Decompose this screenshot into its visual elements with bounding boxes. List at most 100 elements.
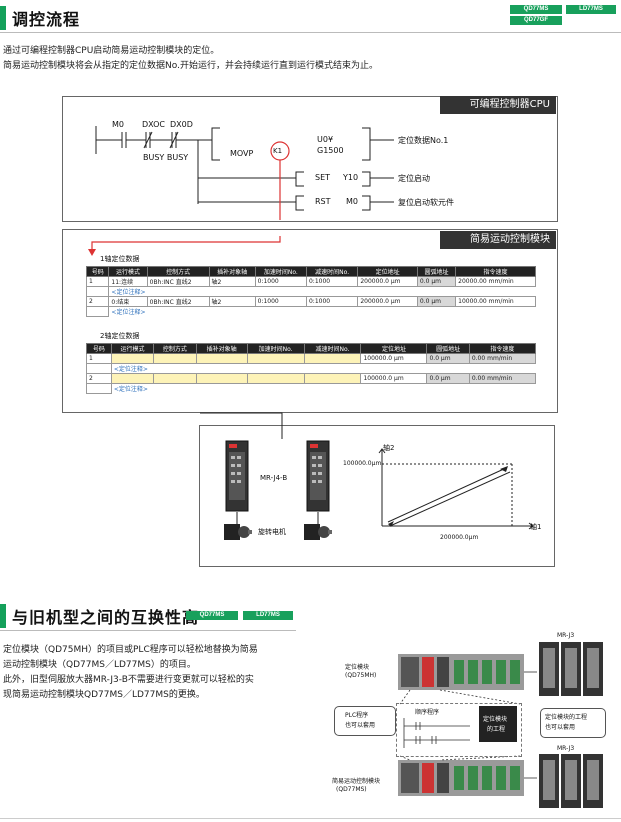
cell-axis[interactable]: 轴2 bbox=[208, 296, 256, 307]
ladder-diagram bbox=[95, 126, 394, 220]
mini-ladder-icon bbox=[403, 718, 470, 748]
contact-m0: M0 bbox=[112, 120, 124, 129]
col-header: 圆弧地址 bbox=[426, 343, 470, 354]
mrj3-bottom-label: MR-J3 bbox=[557, 745, 575, 752]
col-header: 控制方式 bbox=[153, 343, 197, 354]
cell-arc[interactable]: 0.0 μm bbox=[416, 296, 457, 307]
trajectory-plot bbox=[378, 448, 534, 530]
contact-dx0d: DX0D bbox=[170, 120, 193, 129]
section2-rule bbox=[0, 630, 296, 631]
section-bar bbox=[0, 6, 6, 30]
cell-dec[interactable] bbox=[303, 373, 362, 384]
cell-addr[interactable]: 100000.0 μm bbox=[360, 373, 428, 384]
cell-dec[interactable]: 0:1000 bbox=[305, 296, 359, 307]
cell-axis[interactable] bbox=[195, 353, 248, 364]
mrj3-top-label: MR-J3 bbox=[557, 632, 575, 639]
col-header: 减速时间No. bbox=[303, 343, 362, 354]
cell-mode[interactable]: 11:连续 bbox=[108, 276, 148, 287]
cell-no: 1 bbox=[86, 353, 112, 364]
simple-module-label: 简易运动控制模块 bbox=[332, 778, 381, 785]
cell-addr[interactable]: 200000.0 μm bbox=[357, 296, 418, 307]
col-header: 指令速度 bbox=[455, 266, 536, 277]
servo-panel bbox=[199, 425, 555, 567]
cell-arc[interactable]: 0.0 μm bbox=[416, 276, 457, 287]
cell-dec[interactable]: 0:1000 bbox=[305, 276, 359, 287]
axis2-title: 2轴定位数据 bbox=[100, 332, 140, 340]
cell-ctrl[interactable]: 0Bh:INC 直线2 bbox=[146, 296, 210, 307]
cell-speed[interactable]: 0.00 mm/min bbox=[468, 373, 537, 384]
movp-instruction: MOVP bbox=[230, 149, 254, 158]
cell-no: 2 bbox=[86, 373, 112, 384]
pos-module-label: 定位模块 bbox=[345, 664, 370, 671]
plc-program-callout bbox=[334, 706, 396, 736]
row-comment: <定位注释> bbox=[111, 309, 146, 317]
pos-module-model: (QD75MH) bbox=[345, 672, 377, 679]
cell-addr[interactable]: 200000.0 μm bbox=[357, 276, 418, 287]
section2-bar bbox=[0, 604, 6, 628]
cell-acc[interactable] bbox=[246, 373, 305, 384]
motion-panel-title: 简易运动控制模块 bbox=[440, 231, 556, 249]
section-header: 调控流程 bbox=[0, 4, 80, 32]
page-title: 调控流程 bbox=[12, 10, 81, 29]
table-row[interactable]: 1 100000.0 μm 0.0 μm 0.00 mm/min bbox=[86, 353, 537, 364]
table-row[interactable]: 2 100000.0 μm 0.0 μm 0.00 mm/min bbox=[86, 373, 537, 384]
cell-acc[interactable]: 0:1000 bbox=[254, 276, 307, 287]
row-comment: <定位注释> bbox=[111, 289, 146, 296]
cell-mode[interactable] bbox=[110, 373, 155, 384]
badge-qd77ms-2: QD77MS bbox=[186, 611, 238, 620]
cell-no: 2 bbox=[85, 296, 110, 307]
bottom-rule bbox=[0, 818, 621, 819]
y-value-label: 100000.0μm bbox=[343, 460, 382, 467]
cell-arc[interactable]: 0.0 μm bbox=[426, 353, 470, 364]
intro-line-2: 简易运动控制模块将会从指定的定位数据No.开始运行，并会持续运行直到运行模式结束… bbox=[3, 61, 378, 71]
intro-line-1: 通过可编程控制器CPU启动简易运动控制模块的定位。 bbox=[3, 46, 220, 56]
table-row[interactable]: 2 0:结束 0Bh:INC 直线2 轴2 0:1000 0:1000 2000… bbox=[85, 296, 536, 307]
col-header: 运行模式 bbox=[108, 266, 148, 277]
col-header: 加速时间No. bbox=[246, 343, 305, 354]
badge-ld77ms-2: LD77MS bbox=[243, 611, 293, 620]
col-header: 号码 bbox=[86, 343, 112, 354]
rst-instruction: RST bbox=[315, 197, 331, 206]
amp-label: MR-J4-B bbox=[260, 474, 288, 482]
plc-rack-icon bbox=[398, 654, 524, 690]
col-header: 运行模式 bbox=[110, 343, 155, 354]
pos-project-label-2: 的工程 bbox=[487, 726, 506, 733]
col-header: 定位地址 bbox=[360, 343, 428, 354]
cell-arc[interactable]: 0.0 μm bbox=[426, 373, 470, 384]
axis1-title: 1轴定位数据 bbox=[100, 255, 140, 263]
table-row[interactable]: 1 11:连续 0Bh:INC 直线2 轴2 0:1000 0:1000 200… bbox=[85, 276, 536, 287]
cell-speed[interactable]: 0.00 mm/min bbox=[468, 353, 537, 364]
cell-addr[interactable]: 100000.0 μm bbox=[360, 353, 428, 364]
cell-dec[interactable] bbox=[303, 353, 362, 364]
cell-ctrl[interactable] bbox=[153, 353, 197, 364]
operand-g1500: G1500 bbox=[317, 146, 344, 155]
axis1-table: 号码 运行模式 控制方式 插补对象轴 加速时间No. 减速时间No. 定位地址 … bbox=[85, 266, 536, 317]
note-positioning-start: 定位启动 bbox=[398, 174, 430, 183]
axis2-label: 轴2 bbox=[383, 444, 395, 452]
cell-mode[interactable] bbox=[110, 353, 155, 364]
cell-axis[interactable] bbox=[195, 373, 248, 384]
section2-header: 与旧机型之间的互换性高 bbox=[0, 602, 199, 630]
cell-ctrl[interactable]: 0Bh:INC 直线2 bbox=[146, 276, 210, 287]
servo-connect-line bbox=[200, 412, 283, 439]
plc-program-label: PLC程序 bbox=[345, 712, 369, 719]
cell-mode[interactable]: 0:结束 bbox=[108, 296, 148, 307]
sequence-program-label: 顺序程序 bbox=[415, 709, 440, 716]
servo-amplifier-icon bbox=[225, 440, 249, 512]
header-rule bbox=[0, 32, 621, 33]
cell-speed[interactable]: 20000.00 mm/min bbox=[455, 276, 536, 287]
mrj3-amplifier-group-icon bbox=[539, 642, 603, 696]
cell-axis[interactable]: 轴2 bbox=[208, 276, 256, 287]
badge-qd77ms: QD77MS bbox=[510, 5, 562, 14]
cell-ctrl[interactable] bbox=[153, 373, 197, 384]
pos-project-box bbox=[479, 706, 517, 742]
plc-program-label-2: 也可以套用 bbox=[345, 722, 376, 729]
cell-speed[interactable]: 10000.00 mm/min bbox=[455, 296, 536, 307]
cell-acc[interactable]: 0:1000 bbox=[254, 296, 307, 307]
rst-device: M0 bbox=[346, 197, 358, 206]
motor-label: 旋转电机 bbox=[258, 528, 286, 536]
k1-arrow bbox=[88, 236, 281, 256]
plc-panel-title: 可编程控制器CPU bbox=[440, 96, 556, 114]
cell-acc[interactable] bbox=[246, 353, 305, 364]
row-comment: <定位注释> bbox=[113, 366, 148, 373]
